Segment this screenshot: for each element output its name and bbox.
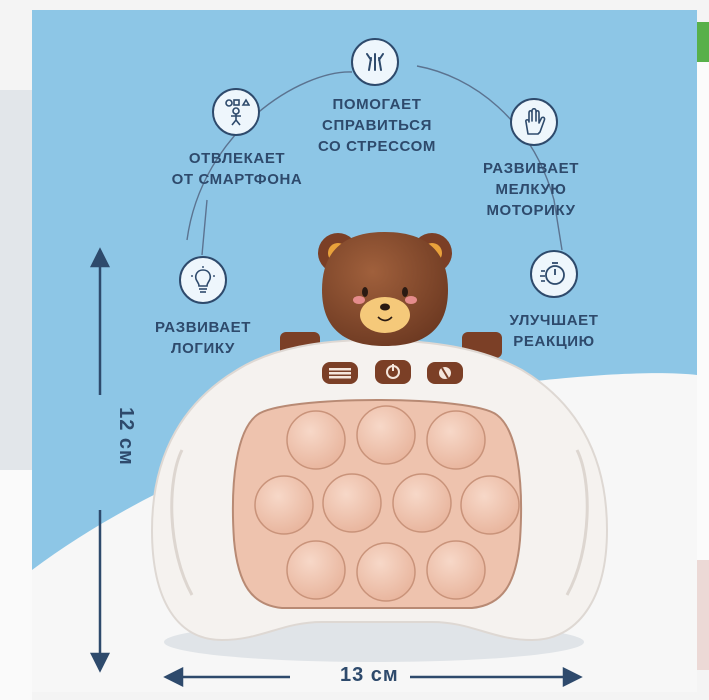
page-edge-white [697,62,709,662]
benefit-label-smartphone: ОТВЛЕКАЕТ ОТ СМАРТФОНА [171,150,303,188]
adjacent-panel-left [0,90,32,470]
benefit-label-stress: ПОМОГАЕТ СПРАВИТЬСЯ СО СТРЕССОМ [318,96,436,155]
bear-head [318,232,452,346]
product-card: ПОМОГАЕТ СПРАВИТЬСЯ СО СТРЕССОМ ОТВЛЕКАЕ… [32,10,697,692]
benefit-label-logic: РАЗВИВАЕТ ЛОГИКУ [154,319,251,357]
benefit-label-motor: РАЗВИВАЕТ МЕЛКУЮ МОТОРИКУ [482,160,579,219]
bubbles [254,405,520,602]
height-arrow [89,247,111,673]
hand-icon [510,98,558,146]
control-buttons [322,360,463,384]
benefit-label-reaction: УЛУЧШАЕТ РЕАКЦИЮ [509,312,599,350]
adjacent-panel-left-bottom [0,470,32,700]
width-arrow [163,666,583,688]
benefits-arc-left [201,199,208,256]
width-dimension-label: 13 см [340,664,399,686]
stopwatch-icon [530,250,578,298]
stress-relief-icon [351,38,399,86]
product-illustration [32,65,697,692]
lightbulb-icon [179,256,227,304]
toy-shapes-icon [212,88,260,136]
height-dimension-label: 12 см [114,407,137,466]
power-button [375,360,411,384]
page-edge-green [697,22,709,62]
benefits-arc-right [416,65,563,251]
